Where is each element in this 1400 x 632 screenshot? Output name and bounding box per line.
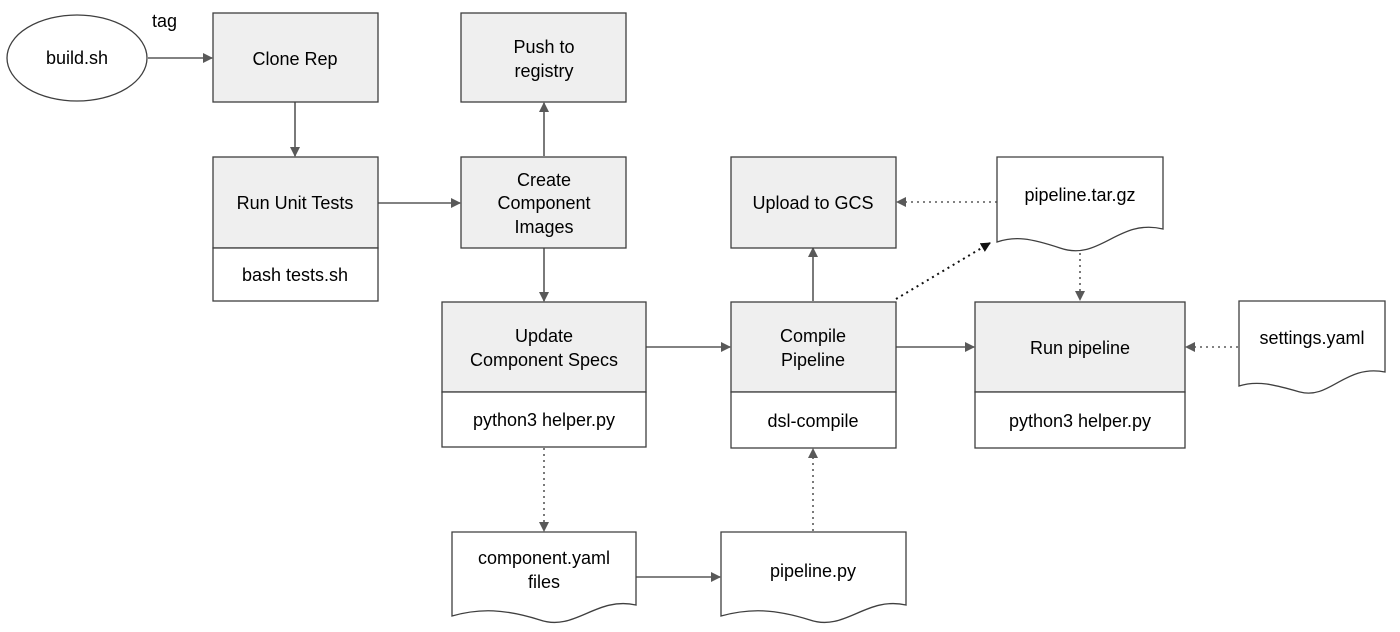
compile-pipeline-label-line2: Pipeline [781, 350, 845, 370]
upload-to-gcs-box [730, 156, 897, 249]
create-component-images-label-line2: Component [497, 193, 590, 213]
push-to-registry-box [460, 12, 627, 103]
node-run-unit-tests: Run Unit Tests bash tests.sh [212, 156, 379, 302]
create-component-images-label-line3: Images [514, 217, 573, 237]
node-component-yaml-files: component.yaml files [451, 531, 637, 623]
node-clone-rep: Clone Rep [212, 12, 379, 103]
edges: tag [148, 11, 1238, 582]
component-yaml-files-label-line2: files [528, 572, 560, 592]
run-unit-tests-box [212, 156, 379, 249]
build-sh-ellipse [6, 14, 148, 102]
pipeline-tar-gz-document [996, 156, 1164, 252]
component-yaml-files-label-line1: component.yaml [478, 548, 610, 568]
node-compile-pipeline: Compile Pipeline dsl-compile [730, 301, 897, 449]
settings-yaml-label: settings.yaml [1259, 328, 1364, 348]
component-yaml-files-document [451, 531, 637, 623]
node-upload-to-gcs: Upload to GCS [730, 156, 897, 249]
pipeline-py-document [720, 531, 907, 623]
edge-label-tag: tag [152, 11, 177, 31]
clone-rep-label: Clone Rep [252, 49, 337, 69]
run-unit-tests-command-box [212, 247, 379, 302]
create-component-images-box [460, 156, 627, 249]
update-component-specs-box [441, 301, 647, 393]
pipeline-tar-gz-label: pipeline.tar.gz [1024, 185, 1135, 205]
run-pipeline-label: Run pipeline [1030, 338, 1130, 358]
push-to-registry-label-line2: registry [514, 61, 573, 81]
run-unit-tests-command: bash tests.sh [242, 265, 348, 285]
compile-pipeline-label-line1: Compile [780, 326, 846, 346]
clone-rep-box [212, 12, 379, 103]
create-component-images-label-line1: Create [517, 170, 571, 190]
node-create-component-images: Create Component Images [460, 156, 627, 249]
node-build-sh: build.sh [6, 14, 148, 102]
update-component-specs-command: python3 helper.py [473, 410, 615, 430]
node-update-component-specs: Update Component Specs python3 helper.py [441, 301, 647, 448]
node-pipeline-tar-gz: pipeline.tar.gz [996, 156, 1164, 252]
settings-yaml-document [1238, 300, 1386, 394]
node-run-pipeline: Run pipeline python3 helper.py [974, 301, 1186, 449]
run-pipeline-command-box [974, 391, 1186, 449]
run-unit-tests-label: Run Unit Tests [237, 193, 354, 213]
run-pipeline-box [974, 301, 1186, 393]
compile-pipeline-box [730, 301, 897, 393]
node-pipeline-py: pipeline.py [720, 531, 907, 623]
compile-pipeline-command-box [730, 391, 897, 449]
run-pipeline-command: python3 helper.py [1009, 411, 1151, 431]
update-component-specs-command-box [441, 391, 647, 448]
build-sh-label: build.sh [46, 48, 108, 68]
update-component-specs-label-line1: Update [515, 326, 573, 346]
upload-to-gcs-label: Upload to GCS [752, 193, 873, 213]
edge-compile-to-tar [895, 242, 991, 300]
pipeline-py-label: pipeline.py [770, 561, 856, 581]
update-component-specs-label-line2: Component Specs [470, 350, 618, 370]
compile-pipeline-command: dsl-compile [767, 411, 858, 431]
node-settings-yaml: settings.yaml [1238, 300, 1386, 394]
push-to-registry-label-line1: Push to [513, 37, 574, 57]
node-push-to-registry: Push to registry [460, 12, 627, 103]
